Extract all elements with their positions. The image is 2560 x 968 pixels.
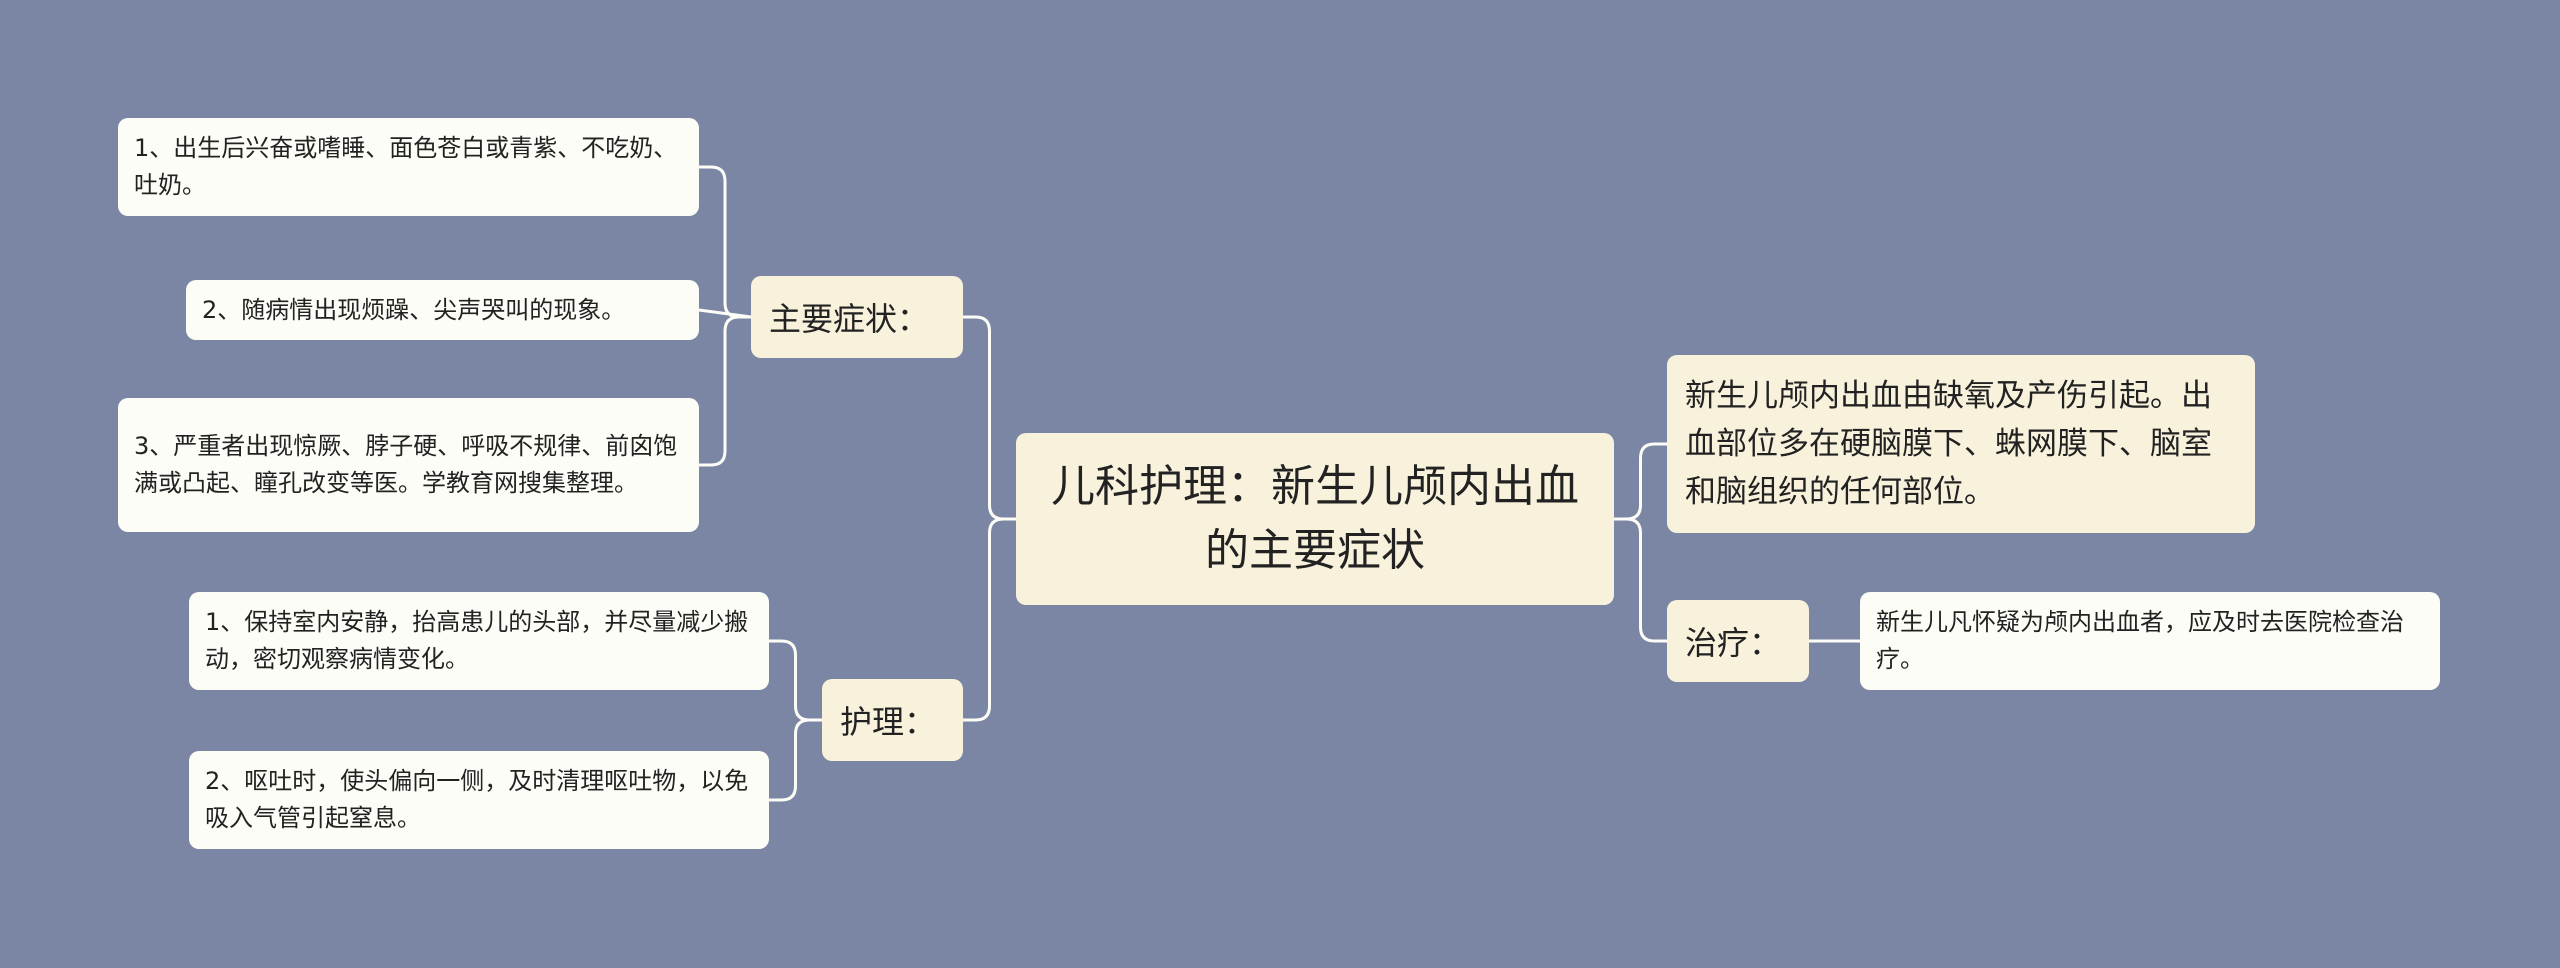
link-symptoms-item-3: [699, 315, 751, 467]
link-root-nursing: [963, 517, 1016, 722]
nursing-item-2-text: 2、呕吐时，使头偏向一侧，及时清理呕吐物，以免吸入气管引起窒息。: [205, 767, 749, 832]
description-node[interactable]: 新生儿颅内出血由缺氧及产伤引起。出血部位多在硬脑膜下、蛛网膜下、脑室和脑组织的任…: [1667, 355, 2255, 533]
symptom-item-2[interactable]: 2、随病情出现烦躁、尖声哭叫的现象。: [186, 280, 699, 340]
nursing-item-2[interactable]: 2、呕吐时，使头偏向一侧，及时清理呕吐物，以免吸入气管引起窒息。: [189, 751, 769, 849]
symptom-item-1-text: 1、出生后兴奋或嗜睡、面色苍白或青紫、不吃奶、吐奶。: [134, 134, 678, 199]
treatment-item-text: 新生儿凡怀疑为颅内出血者，应及时去医院检查治疗。: [1876, 608, 2404, 673]
link-root-treatment: [1614, 517, 1667, 643]
branch-treatment-label: 治疗：: [1685, 624, 1782, 662]
symptom-item-2-text: 2、随病情出现烦躁、尖声哭叫的现象。: [202, 295, 626, 324]
symptom-item-3-text: 3、严重者出现惊厥、脖子硬、呼吸不规律、前囟饱满或凸起、瞳孔改变等医。学教育网搜…: [134, 432, 678, 497]
branch-symptoms[interactable]: 主要症状：: [751, 276, 963, 358]
branch-treatment[interactable]: 治疗：: [1667, 600, 1809, 682]
link-nursing-item-1: [769, 639, 822, 722]
branch-nursing[interactable]: 护理：: [822, 679, 963, 761]
branch-nursing-label: 护理：: [840, 703, 937, 741]
treatment-item[interactable]: 新生儿凡怀疑为颅内出血者，应及时去医院检查治疗。: [1860, 592, 2440, 690]
symptom-item-1[interactable]: 1、出生后兴奋或嗜睡、面色苍白或青紫、不吃奶、吐奶。: [118, 118, 699, 216]
symptom-item-3[interactable]: 3、严重者出现惊厥、脖子硬、呼吸不规律、前囟饱满或凸起、瞳孔改变等医。学教育网搜…: [118, 398, 699, 532]
nursing-item-1[interactable]: 1、保持室内安静，抬高患儿的头部，并尽量减少搬动，密切观察病情变化。: [189, 592, 769, 690]
nursing-item-1-text: 1、保持室内安静，抬高患儿的头部，并尽量减少搬动，密切观察病情变化。: [205, 608, 749, 673]
branch-symptoms-label: 主要症状：: [769, 300, 930, 338]
link-symptoms-item-1: [699, 165, 751, 319]
description-text: 新生儿颅内出血由缺氧及产伤引起。出血部位多在硬脑膜下、蛛网膜下、脑室和脑组织的任…: [1685, 378, 2212, 510]
root-title: 儿科护理：新生儿颅内出血的主要症状: [1051, 461, 1579, 576]
link-root-symptoms: [963, 315, 1016, 521]
root-node[interactable]: 儿科护理：新生儿颅内出血的主要症状: [1016, 433, 1614, 605]
link-root-description: [1614, 442, 1667, 521]
link-nursing-item-2: [769, 718, 822, 802]
